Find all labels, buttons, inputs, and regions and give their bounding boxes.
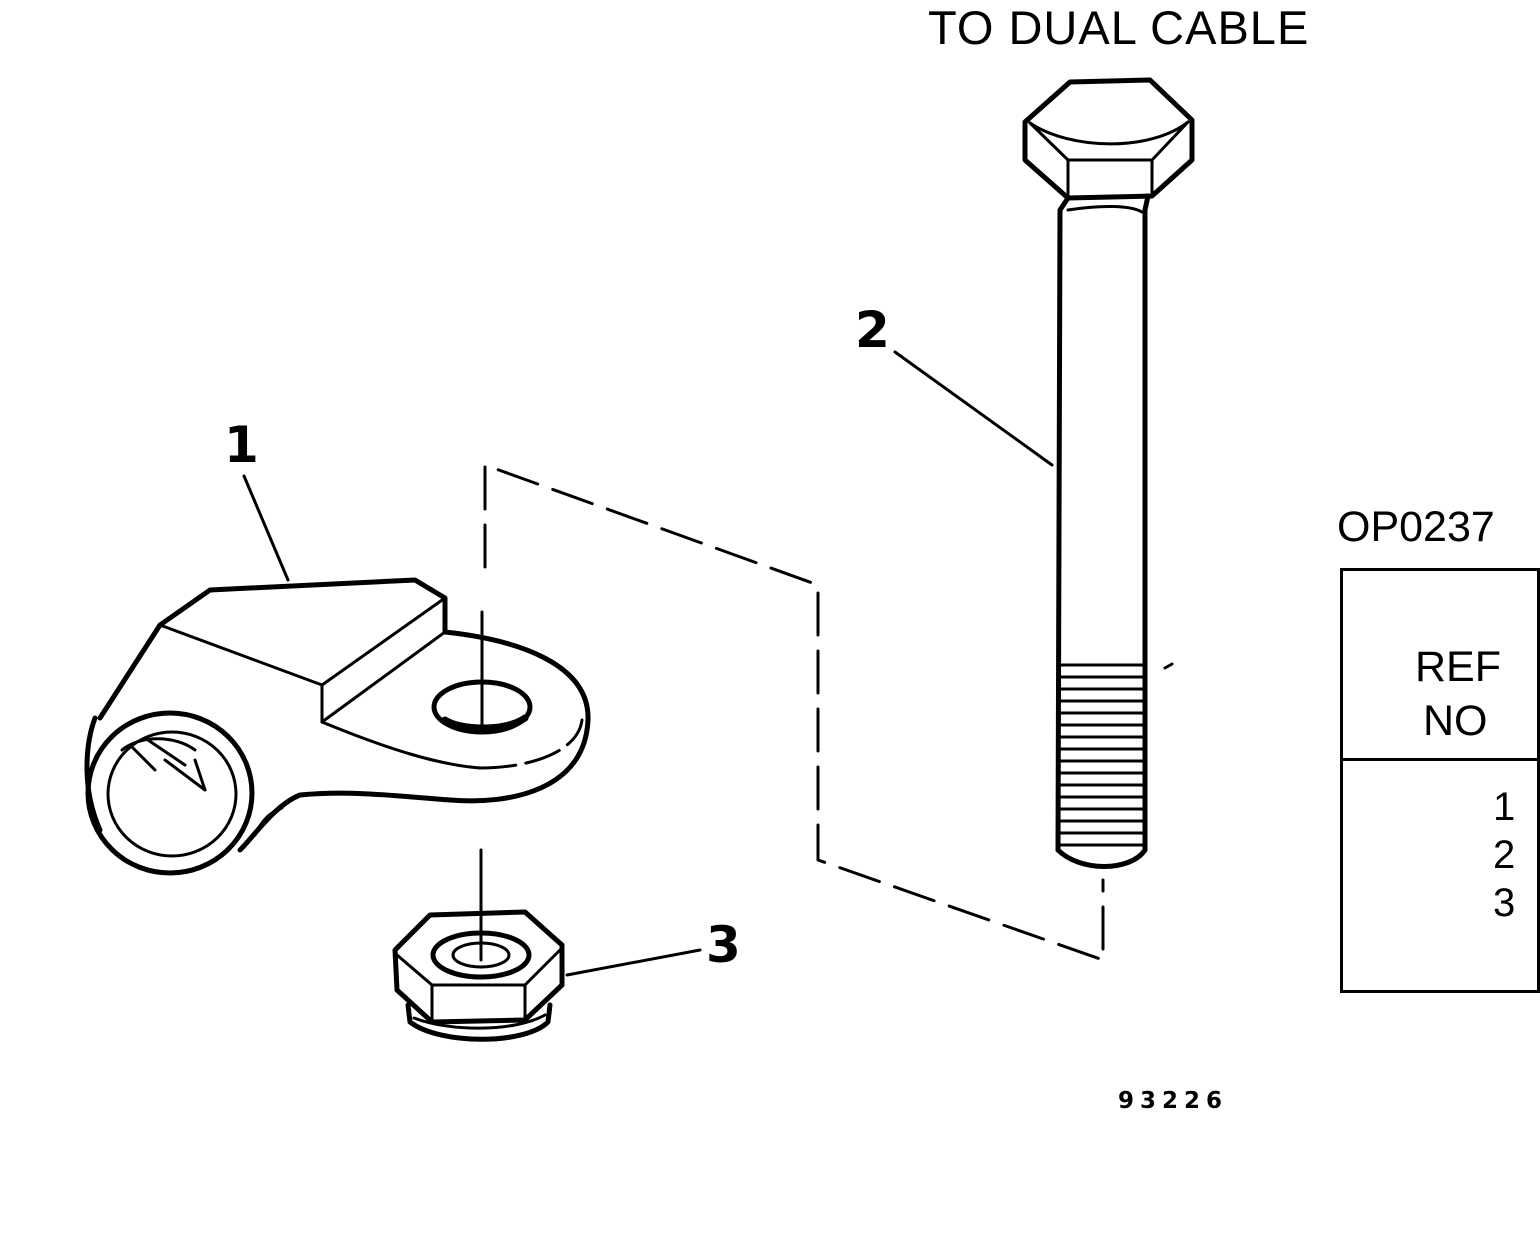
header-no: NO bbox=[1423, 697, 1488, 745]
diagram-title: TO DUAL CABLE bbox=[928, 1, 1310, 54]
table-row: 2 bbox=[1493, 833, 1516, 877]
line-art bbox=[84, 77, 1195, 1042]
callout-2: 2 bbox=[855, 301, 890, 359]
callout-1: 1 bbox=[224, 416, 259, 474]
table-code: OP0237 bbox=[1337, 503, 1495, 551]
figure-number: 93226 bbox=[1118, 1088, 1229, 1114]
table-row: 3 bbox=[1493, 881, 1516, 925]
header-ref: REF bbox=[1415, 643, 1501, 691]
bracket-part bbox=[84, 577, 591, 876]
locknut-part bbox=[392, 909, 565, 1042]
bolt-part bbox=[1022, 77, 1195, 869]
table-row: 1 bbox=[1493, 785, 1516, 829]
parts-table-header: REF NO bbox=[1343, 571, 1537, 761]
callout-3: 3 bbox=[706, 916, 741, 974]
parts-table: REF NO 1 2 3 bbox=[1340, 568, 1540, 993]
exploded-parts-diagram: TO DUAL CABLE 1 2 3 93226 OP0237 REF NO … bbox=[84, 1, 1540, 1114]
